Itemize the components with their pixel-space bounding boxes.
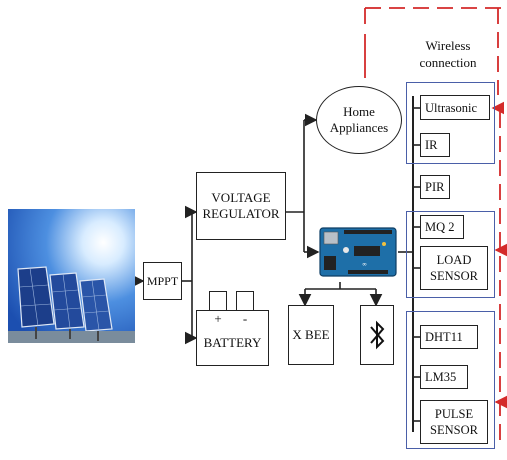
mppt-label: MPPT (146, 274, 179, 288)
dht11-label: DHT11 (425, 330, 463, 344)
pir-sensor: PIR (420, 175, 450, 199)
bluetooth-block (360, 305, 394, 365)
pulse-sensor-line1: PULSE (434, 407, 474, 421)
ir-label: IR (425, 138, 438, 152)
home-appliances-block: Home Appliances (316, 86, 402, 154)
wireless-label-line2: connection (419, 55, 477, 70)
ultrasonic-label: Ultrasonic (425, 100, 478, 115)
voltage-regulator-line2: REGULATOR (202, 206, 280, 221)
ir-sensor: IR (420, 133, 450, 157)
load-sensor-line1: LOAD (436, 253, 472, 267)
mq2-label: MQ 2 (425, 220, 455, 234)
xbee-label: X BEE (292, 327, 330, 342)
ultrasonic-sensor: Ultrasonic (420, 95, 490, 120)
lm35-sensor: LM35 (420, 365, 468, 389)
mq2-sensor: MQ 2 (420, 215, 464, 239)
pulse-sensor: PULSE SENSOR (420, 400, 488, 444)
lm35-label: LM35 (425, 370, 457, 384)
sensor-group-middle (406, 211, 495, 298)
dht11-sensor: DHT11 (420, 325, 478, 349)
battery-terminal-positive (209, 291, 227, 310)
home-appliances-line1: Home (343, 104, 375, 119)
load-sensor-line2: SENSOR (430, 269, 478, 283)
battery-minus-sign: - (242, 311, 248, 326)
load-sensor: LOAD SENSOR (420, 246, 488, 290)
home-appliances-line2: Appliances (329, 120, 389, 135)
arduino-board-icon: ∞ (318, 222, 398, 282)
battery-block: BATTERY (196, 310, 269, 366)
pir-label: PIR (425, 180, 445, 194)
svg-text:∞: ∞ (362, 261, 367, 268)
bluetooth-icon (370, 320, 385, 350)
pulse-sensor-line2: SENSOR (430, 423, 478, 437)
xbee-block: X BEE (288, 305, 334, 365)
solar-panel-icon (8, 209, 135, 343)
battery-terminal-negative (236, 291, 254, 310)
battery-plus-sign: + (214, 311, 222, 326)
wireless-label-line1: Wireless (425, 38, 471, 53)
sensor-group-top (406, 82, 495, 164)
voltage-regulator-block: VOLTAGE REGULATOR (196, 172, 286, 240)
sensor-group-bottom (406, 311, 495, 449)
voltage-regulator-line1: VOLTAGE (211, 190, 271, 205)
mppt-block: MPPT (143, 262, 182, 300)
battery-label: BATTERY (203, 335, 262, 350)
